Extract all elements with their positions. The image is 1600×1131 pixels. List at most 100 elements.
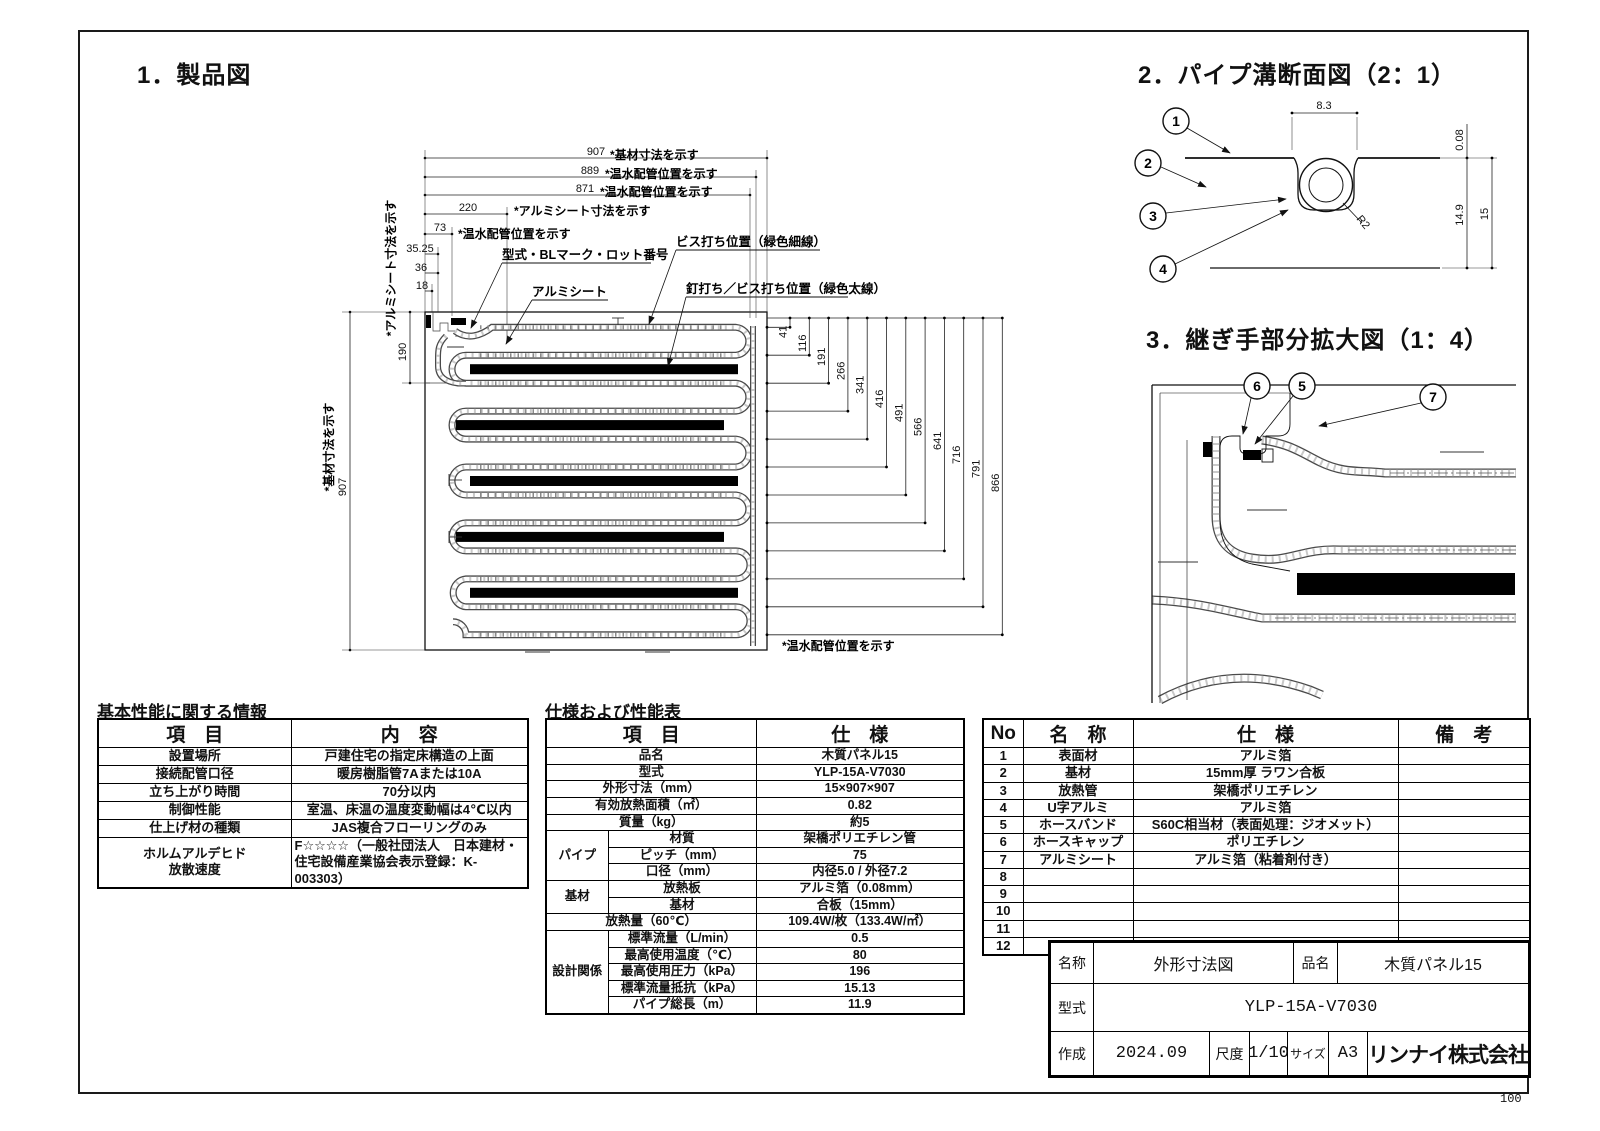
connector-parts (426, 315, 466, 328)
table-row: 設計関係標準流量（L/min）0.5 (545, 929, 965, 1015)
table-cell: 内径5.0 / 外径7.2 (755, 863, 965, 881)
table-header-cell: 項 目 (97, 718, 292, 748)
table-row: 有効放熱面積（㎡）0.82 (545, 796, 965, 815)
svg-text:1: 1 (1172, 113, 1180, 129)
table-cell: 196 (755, 963, 965, 981)
svg-text:2: 2 (1144, 155, 1152, 171)
balloon-4: 4 (1149, 209, 1289, 283)
title-block-created-label: 作成 (1050, 1031, 1094, 1076)
table-cell: 合板（15mm） (755, 896, 965, 915)
table-cell: 5 (982, 815, 1024, 835)
dimension-value: 116 (797, 334, 809, 352)
group-label-cell: 設計関係 (545, 929, 609, 1015)
table-row: 設置場所戸建住宅の指定床構造の上面 (97, 747, 529, 766)
table-cell: 109.4W/枚（133.4W/㎡） (755, 913, 965, 931)
joint-centerlines (1275, 472, 1516, 619)
table-cell: F☆☆☆☆（一般社団法人 日本建材・ 住宅設備産業協会表示登録：K-003303… (290, 836, 529, 889)
nail-position-bar (470, 364, 738, 375)
table-header-cell: 項 目 (545, 718, 757, 748)
svg-text:7: 7 (1429, 389, 1437, 405)
table-cell: 最高使用圧力（kPa） (607, 963, 757, 981)
pipe-outer (1298, 157, 1354, 213)
table-cell: アルミ箔（粘着剤付き） (1132, 850, 1399, 869)
table-cell: 材質 (607, 830, 757, 848)
svg-text:3: 3 (1149, 208, 1157, 224)
table-cell: 3 (982, 781, 1024, 800)
dimension-value: 416 (874, 390, 886, 408)
table-row: 口径（mm）内径5.0 / 外径7.2 (546, 863, 965, 881)
table-header-cell: No (982, 718, 1024, 748)
table-cell: ポリエチレン (1132, 833, 1399, 852)
nail-position-bar (470, 476, 738, 486)
table-cell (1397, 884, 1531, 904)
table-cell: 立ち上がり時間 (97, 783, 292, 802)
svg-text:*アルミシート寸法を示す: *アルミシート寸法を示す (514, 203, 651, 218)
table-cell: 有効放熱面積（㎡） (545, 796, 757, 815)
balloon-5: 5 (1254, 372, 1316, 445)
table-row: 最高使用圧力（kPa）196 (546, 963, 965, 981)
table-cell: 11 (982, 919, 1024, 938)
panel-outline (424, 311, 768, 651)
table-cell (1132, 884, 1399, 904)
joint-outline (1151, 384, 1516, 703)
table-cell: 表面材 (1022, 746, 1134, 766)
table-cell (1397, 902, 1531, 921)
svg-text:*基材寸法を示す: *基材寸法を示す (321, 403, 336, 492)
svg-text:ビス打ち位置（緑色細線）: ビス打ち位置（緑色細線） (676, 234, 826, 249)
table-cell: 接続配管口径 (97, 765, 292, 784)
joint-black-parts (1203, 442, 1515, 595)
table-cell (1022, 884, 1134, 904)
svg-text:*温水配管位置を示す: *温水配管位置を示す (605, 166, 718, 181)
left-dimensions: 907 *基材寸法を示す 190 *アルミシート寸法を示す (321, 200, 430, 652)
table-cell: アルミ箔 (1132, 746, 1399, 766)
title-block-name-label: 名称 (1050, 942, 1094, 984)
table-cell (1022, 867, 1134, 887)
table-row: 外形寸法（mm）15×907×907 (545, 780, 965, 798)
table-cell: パイプ総長（m） (607, 996, 757, 1015)
svg-text:*アルミシート寸法を示す: *アルミシート寸法を示す (383, 200, 398, 337)
created-date: 2024.09 (1093, 1031, 1210, 1076)
paper-size: A3 (1328, 1031, 1368, 1076)
top-dimensions: 907 *基材寸法を示す 889 *温水配管位置を示す 871 *温水配管位置を… (406, 146, 769, 318)
svg-text:15: 15 (1479, 208, 1491, 220)
table-cell: 戸建住宅の指定床構造の上面 (290, 747, 529, 766)
model-number: YLP-15A-V7030 (1093, 983, 1529, 1032)
table-cell: ホースキャップ (1022, 833, 1134, 852)
pipe-inner (1308, 167, 1344, 203)
table-row: 項 目内 容 (97, 718, 529, 748)
table-cell: 8 (982, 867, 1024, 887)
balloon-1: 1 (1162, 107, 1231, 154)
dimension-value: 41 (778, 326, 790, 338)
table-cell: S60C相当材（表面処理：ジオメット） (1132, 815, 1399, 835)
table-cell: 標準流量抵抗（kPa） (607, 979, 757, 998)
table-cell: 10 (982, 902, 1024, 921)
svg-text:6: 6 (1253, 378, 1261, 394)
title-block: 名称 外形寸法図 品名 木質パネル15 型式 YLP-15A-V7030 作成 … (1048, 940, 1531, 1078)
drawing-name: 外形寸法図 (1093, 942, 1294, 984)
table-cell: 放熱板 (607, 880, 757, 898)
svg-text:*基材寸法を示す: *基材寸法を示す (610, 147, 699, 162)
table-cell: 0.82 (755, 796, 965, 815)
svg-text:*温水配管位置を示す: *温水配管位置を示す (458, 226, 571, 241)
dimension-value: 641 (932, 432, 944, 450)
table-header-cell: 内 容 (290, 718, 529, 748)
svg-text:18: 18 (416, 280, 428, 292)
dimension-value: 191 (816, 348, 828, 366)
joint-drawing: 6 5 7 (1151, 372, 1516, 704)
section-dimensions: 8.3 0.08 14.9 15 R2 (1290, 100, 1494, 270)
nail-position-bar (470, 587, 738, 598)
table-cell: 2 (982, 764, 1024, 783)
table-cell: 7 (982, 850, 1024, 869)
table-header-cell: 仕 様 (755, 718, 965, 748)
